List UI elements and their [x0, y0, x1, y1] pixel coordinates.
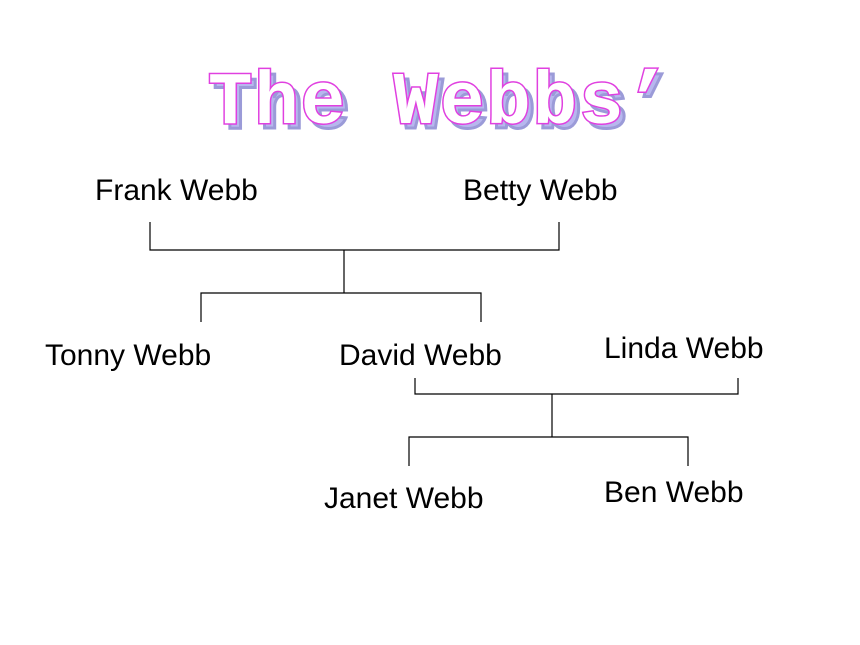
- member-janet-webb: Janet Webb: [324, 482, 484, 515]
- sibling-connector-janet-ben: [408, 436, 689, 466]
- member-betty-webb: Betty Webb: [463, 174, 618, 207]
- member-david-webb: David Webb: [339, 339, 502, 372]
- couple-connector-frank-betty: [149, 222, 560, 251]
- page-title-text: The Webbs’: [208, 62, 672, 146]
- member-linda-webb: Linda Webb: [604, 332, 764, 365]
- sibling-connector-tonny-david: [200, 292, 482, 322]
- member-tonny-webb: Tonny Webb: [45, 339, 211, 372]
- couple-connector-david-linda: [414, 378, 739, 395]
- member-ben-webb: Ben Webb: [604, 476, 744, 509]
- member-frank-webb: Frank Webb: [95, 174, 258, 207]
- page-title: The Webbs’ The Webbs’: [206, 61, 677, 153]
- page-title-shadow: The Webbs’: [213, 67, 677, 151]
